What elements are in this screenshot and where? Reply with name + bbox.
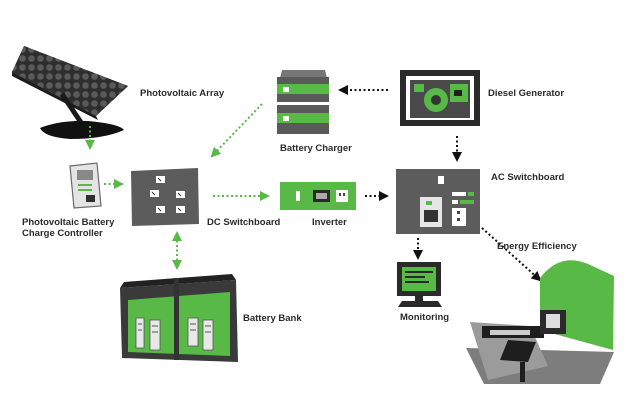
label-diesel-generator: Diesel Generator: [488, 88, 565, 99]
ac-switchboard-icon: [396, 169, 480, 234]
arrow-ac-to-efficiency: [481, 227, 542, 282]
diesel-generator-icon: [400, 70, 480, 126]
label-inverter: Inverter: [312, 217, 347, 228]
inverter-icon: [280, 182, 356, 210]
room-icon: [466, 260, 614, 384]
label-photovoltaic-array: Photovoltaic Array: [140, 88, 225, 99]
label-dc-switchboard: DC Switchboard: [207, 217, 281, 228]
label-pv-charge-controller: Photovoltaic Battery Charge Controller: [22, 217, 114, 239]
label-ac-switchboard: AC Switchboard: [491, 172, 565, 183]
label-energy-efficiency: Energy Efficiency: [497, 241, 577, 252]
label-battery-bank: Battery Bank: [243, 313, 302, 324]
battery-charger-icon: [277, 70, 329, 134]
monitor-icon: [397, 262, 442, 307]
solar-panel-icon: [12, 46, 128, 139]
label-pv-controller-line1: Photovoltaic Battery: [22, 217, 115, 228]
label-monitoring: Monitoring: [400, 312, 450, 323]
charge-controller-icon: [69, 162, 102, 209]
battery-bank-icon: [120, 274, 238, 362]
arrow-charger-to-dc: [210, 103, 263, 158]
label-battery-charger: Battery Charger: [280, 143, 352, 154]
dc-switchboard-icon: [131, 168, 199, 226]
label-pv-controller-line2: Charge Controller: [22, 228, 103, 239]
